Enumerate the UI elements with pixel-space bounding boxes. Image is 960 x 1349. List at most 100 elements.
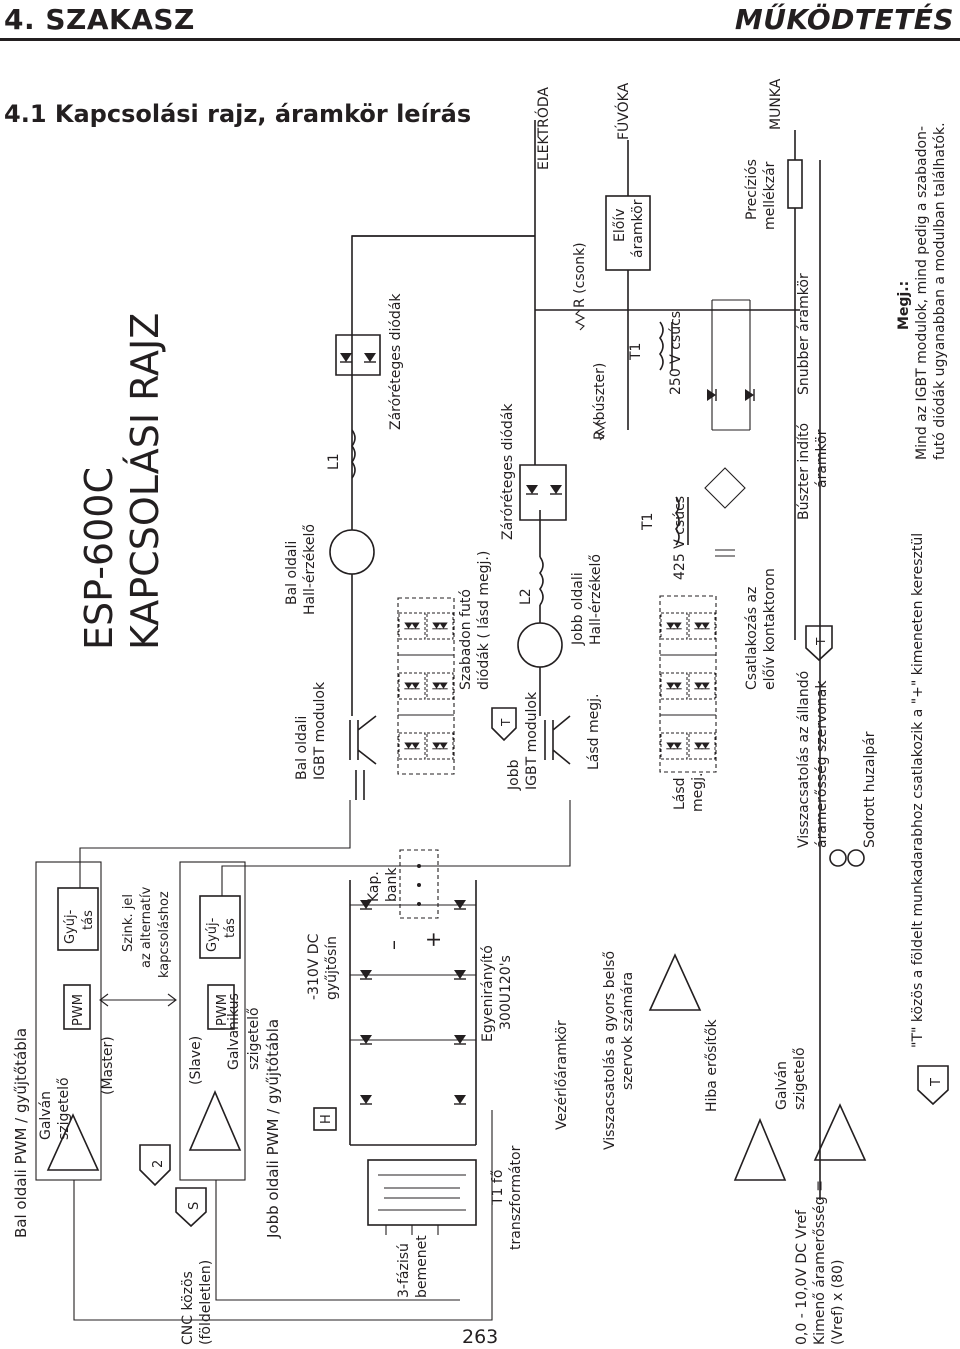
label-see-note: Lásd megj. <box>586 694 602 771</box>
left-hall-sensor <box>329 529 375 575</box>
s-box <box>175 1187 207 1228</box>
blocking-diode <box>339 352 353 363</box>
gyujtes-box-lower <box>199 895 241 959</box>
gyujtes-box-upper <box>57 887 99 951</box>
label-pilot-arc-2: áramkör <box>630 199 646 258</box>
label-sync-2: az alternatív <box>139 886 154 968</box>
label-master: (Master) <box>100 1036 116 1095</box>
blocking-diode-pair-right <box>519 464 567 521</box>
label-right-hall-2: Hall-érzékelő <box>588 554 604 645</box>
label-booster-start-2: áramkör <box>814 429 830 488</box>
label-galvanikus: Galvanikus <box>226 993 242 1070</box>
label-freewheel-1: Szabadon futó <box>458 589 474 690</box>
freewheel-cell <box>399 673 425 699</box>
booster-transformer <box>675 496 689 546</box>
module-cell <box>689 613 715 639</box>
label-gyujtes-lower-1: Gyúj- <box>205 917 220 952</box>
label-contactor-1: Csatlakozás az <box>744 587 760 690</box>
module-cell <box>661 733 687 759</box>
label-work: MUNKA <box>768 78 784 130</box>
label-galvanikus-2: szigetelő <box>246 1007 262 1070</box>
label-vref-2: Kimenő áramerősség = <box>812 1180 828 1345</box>
label-gyujtes-upper-1: Gyúj- <box>63 909 78 944</box>
label-pwm-lower: PWM <box>215 994 230 1026</box>
label-note-1: Mind az IGBT modulok, mind pedig a szaba… <box>914 126 930 460</box>
label-r-stub: R (csonk) <box>572 242 588 308</box>
label-left-hall-2: Hall-érzékelő <box>302 524 318 615</box>
label-dc-bus-1: -310V DC <box>306 933 322 1000</box>
module-cell <box>689 733 715 759</box>
diagram-title-model: ESP-600C <box>77 467 121 650</box>
label-feedback-fast-1: Visszacsatolás a gyors belső <box>602 951 618 1150</box>
blocking-diode-pair <box>335 334 381 376</box>
label-box-2: 2 <box>151 1160 166 1168</box>
label-snubber: Snubber áramkör <box>796 273 812 395</box>
diode-module-lower-divider <box>660 654 716 716</box>
rect-diode <box>453 1094 467 1105</box>
label-vref-1: 0,0 - 10,0V DC Vref <box>794 1209 810 1345</box>
precision-shunt <box>787 159 803 209</box>
label-r-booster: R (búszter) <box>592 363 608 440</box>
cap-dot <box>417 864 421 868</box>
label-twisted-pair: Sodrott huzalpár <box>862 731 878 848</box>
label-see-2: megj. <box>690 773 706 812</box>
label-right-igbt-2: IGBT modulok <box>524 691 540 790</box>
left-igbt-symbol <box>349 715 377 765</box>
pilot-transformer <box>659 321 673 371</box>
header-rule <box>0 38 960 41</box>
label-l2: L2 <box>518 588 534 605</box>
pwm-box-lower <box>207 984 235 1030</box>
section-label: 4. SZAKASZ <box>4 3 195 36</box>
isolator-amp-upper <box>46 1113 100 1171</box>
left-igbt-symbol-2 <box>355 770 365 800</box>
h-box <box>313 1107 337 1131</box>
wire-gyujtes-top <box>79 800 351 888</box>
label-gyujtes-lower-2: tás <box>223 918 238 938</box>
label-t-box-mid: T <box>499 718 513 727</box>
input-wires <box>385 1225 439 1235</box>
label-blocking-diodes-1: Záróréteges diódák <box>388 293 404 430</box>
main-transformer <box>367 1159 477 1226</box>
freewheel-cell <box>427 613 453 639</box>
label-precision-1: Precíziós <box>744 159 760 220</box>
resistor-stub <box>574 309 586 331</box>
isolator-amp-cnc <box>813 1103 867 1161</box>
label-h-box: H <box>319 1114 334 1124</box>
label-main-transformer-1: T1 fő <box>490 1170 506 1206</box>
label-precision-2: mellékzár <box>762 161 778 230</box>
wire-pwm-right-bottom <box>215 1180 460 1301</box>
label-feedback-const-1: Visszacsatolás az állandó <box>796 671 812 848</box>
t-box-mid <box>491 707 517 742</box>
blocking-diode <box>363 352 377 363</box>
error-amp <box>733 1117 787 1181</box>
label-pilot-arc-1: Előív <box>612 209 628 242</box>
isolator-amp-lower <box>188 1089 242 1151</box>
booster-cap <box>715 549 735 557</box>
label-common-note: "T" közös a földelt munkadarabhoz csatla… <box>910 533 926 1048</box>
freewheel-module <box>397 597 455 775</box>
cap-dot <box>417 902 421 906</box>
diagram-title-name: KAPCSOLÁSI RAJZ <box>123 313 167 650</box>
label-t-box-bottom: T <box>929 1078 944 1087</box>
module-cell <box>661 673 687 699</box>
label-feedback-const-2: áramerősség szervonak <box>814 680 830 848</box>
freewheel-cell <box>399 613 425 639</box>
blocking-diode <box>525 484 539 495</box>
label-cnc-1: CNC közös <box>180 1271 196 1345</box>
label-slave: (Slave) <box>188 1036 204 1085</box>
pwm-box-upper <box>63 984 91 1030</box>
label-sync-1: Szink. jel <box>121 894 136 952</box>
freewheel-cell <box>427 733 453 759</box>
label-gyujtes-upper-2: tás <box>81 910 96 930</box>
label-s-box: S <box>187 1202 202 1210</box>
chapter-label: MŰKÖDTETÉS <box>734 3 954 36</box>
label-galvan: Galván <box>38 1091 54 1140</box>
page-header: 4. SZAKASZ MŰKÖDTETÉS <box>0 0 960 41</box>
label-cap-bank-2: bank <box>384 867 400 902</box>
resistor-booster <box>594 419 606 441</box>
label-main-transformer-2: transzformátor <box>508 1145 524 1250</box>
label-3-phase-2: bemenet <box>414 1235 430 1298</box>
label-rectifier-1: Egyenirányító <box>480 945 496 1042</box>
box-2 <box>139 1144 171 1187</box>
label-t-box-right: T <box>814 637 828 646</box>
